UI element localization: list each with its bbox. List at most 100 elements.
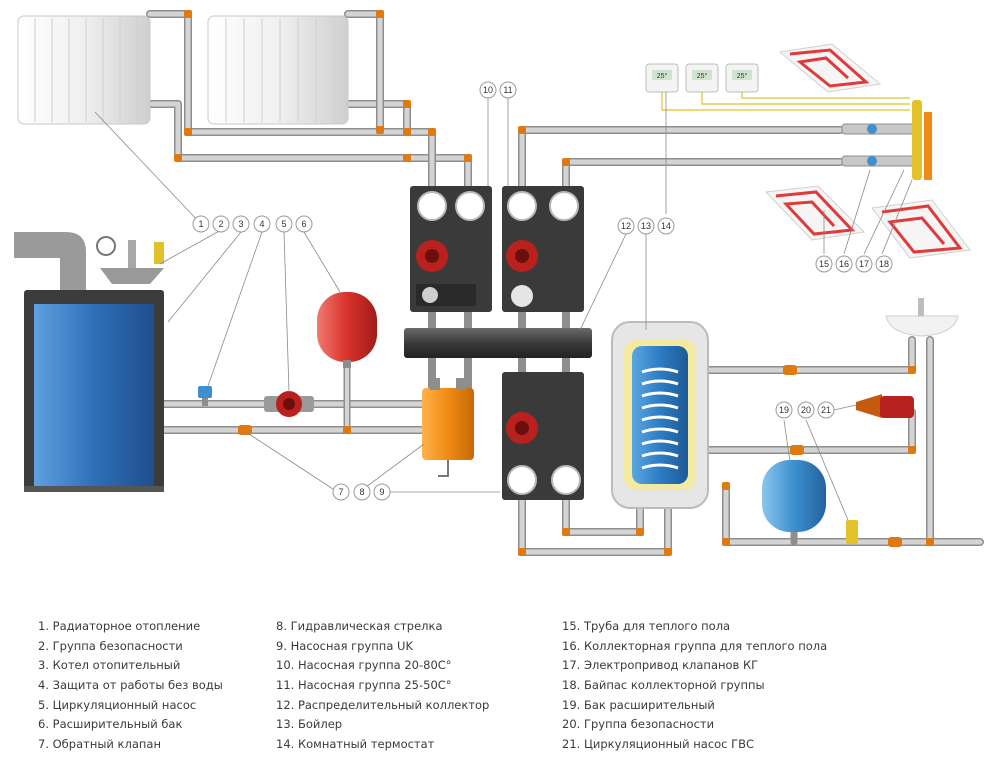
callout-marker-label: 7 [338, 487, 343, 497]
hot-water-pipe [702, 336, 916, 374]
callout-marker-14: 14 [657, 217, 675, 235]
legend-item: 3. Котел отопительный [38, 658, 181, 673]
callout-marker-6: 6 [295, 215, 313, 233]
callout-marker-circle [835, 255, 853, 273]
callout-marker-label: 20 [801, 405, 811, 415]
thermostat-3-display: 25° [737, 72, 748, 80]
callout-marker-circle [815, 255, 833, 273]
floor-heating-loops [764, 43, 971, 259]
legend-column-3: 15. Труба для теплого пола 16. Коллектор… [562, 617, 827, 755]
callout-marker-circle [775, 401, 793, 419]
callout-marker-circle [232, 215, 250, 233]
callout-marker-circle [275, 215, 293, 233]
legend-column-1: 1. Радиаторное отопление 2. Группа безоп… [38, 617, 223, 755]
callout-marker-label: 12 [621, 221, 631, 231]
legend-item: 21. Циркуляционный насос ГВС [562, 737, 755, 752]
callout-marker-label: 18 [879, 259, 889, 269]
callout-marker-circle [817, 401, 835, 419]
callout-marker-2: 2 [212, 215, 230, 233]
distribution-header [404, 328, 592, 358]
callout-marker-label: 15 [819, 259, 829, 269]
legend-item: 4. Защита от работы без воды [38, 678, 223, 693]
callout-marker-4: 4 [253, 215, 271, 233]
legend-item: 20. Группа безопасности [562, 717, 715, 732]
pump-group-uk [502, 372, 584, 500]
callout-marker-label: 13 [641, 221, 651, 231]
callout-marker-7: 7 [332, 483, 350, 501]
leader-lines [94, 92, 913, 521]
legend-item: 7. Обратный клапан [38, 737, 161, 752]
legend-item: 11. Насосная группа 25-50С° [276, 678, 452, 693]
callout-marker-label: 8 [359, 487, 364, 497]
callout-marker-circle [875, 255, 893, 273]
callout-marker-circle [253, 215, 271, 233]
callout-marker-label: 16 [839, 259, 849, 269]
callout-marker-label: 1 [198, 219, 203, 229]
legend-item: 19. Бак расширительный [562, 697, 715, 712]
callout-marker-19: 19 [775, 401, 793, 419]
callout-marker-label: 2 [218, 219, 223, 229]
callout-marker-circle [479, 81, 497, 99]
room-thermostats: 25° 25° 25° [645, 63, 910, 111]
dry-run-protection [198, 386, 212, 406]
callout-marker-circle [373, 483, 391, 501]
legend-item: 9. Насосная группа UK [276, 638, 413, 653]
callout-marker-label: 19 [779, 405, 789, 415]
legend-item: 13. Бойлер [276, 717, 343, 732]
callout-marker-circle [332, 483, 350, 501]
callout-marker-label: 14 [661, 221, 671, 231]
callout-marker-17: 17 [855, 255, 873, 273]
callout-marker-circle [212, 215, 230, 233]
floor-manifold [841, 100, 932, 180]
pump-group-20-80 [410, 186, 492, 312]
heating-boiler [14, 232, 164, 492]
dhw-boiler [611, 321, 709, 509]
callout-marker-label: 10 [483, 85, 493, 95]
callout-marker-circle [192, 215, 210, 233]
pipe-fittings [174, 10, 934, 556]
callout-marker-18: 18 [875, 255, 893, 273]
legend-item: 6. Расширительный бак [38, 717, 183, 732]
callout-marker-3: 3 [232, 215, 250, 233]
dhw-safety-group [846, 520, 858, 544]
callout-marker-1: 1 [192, 215, 210, 233]
floor-return-pipe [562, 158, 844, 194]
callout-marker-label: 11 [503, 85, 512, 95]
legend-item: 17. Электропривод клапанов КГ [562, 658, 759, 673]
callout-marker-12: 12 [617, 217, 635, 235]
legend-item: 5. Циркуляционный насос [38, 697, 197, 712]
safety-group [96, 236, 164, 284]
legend-item: 8. Гидравлическая стрелка [276, 619, 443, 633]
callout-marker-11: 11 [499, 81, 517, 99]
callout-marker-label: 4 [259, 219, 264, 229]
callout-marker-circle [499, 81, 517, 99]
circulation-pump [264, 391, 314, 417]
legend-column-2: 8. Гидравлическая стрелка 9. Насосная гр… [276, 617, 489, 755]
callout-marker-circle [617, 217, 635, 235]
thermostat-2-display: 25° [697, 72, 708, 80]
callout-marker-label: 3 [238, 219, 243, 229]
callout-marker-5: 5 [275, 215, 293, 233]
hydraulic-separator [422, 378, 474, 477]
callout-marker-circle [657, 217, 675, 235]
callout-marker-10: 10 [479, 81, 497, 99]
callout-marker-label: 5 [281, 219, 286, 229]
callout-marker-8: 8 [353, 483, 371, 501]
callout-marker-21: 21 [817, 401, 835, 419]
callout-marker-label: 6 [301, 219, 306, 229]
pump-group-25-50 [502, 186, 584, 312]
legend-item: 18. Байпас коллекторной группы [562, 678, 765, 693]
legend-item: 12. Распределительный коллектор [276, 697, 490, 712]
callout-marker-circle [797, 401, 815, 419]
legend-item: 16. Коллекторная группа для теплого пола [562, 638, 828, 653]
radiator-left [17, 15, 151, 125]
radiator-top-pipe [344, 10, 384, 134]
legend-item: 2. Группа безопасности [38, 638, 183, 653]
callout-marker-label: 9 [379, 487, 384, 497]
callout-marker-circle [637, 217, 655, 235]
legend-item: 15. Труба для теплого пола [562, 619, 731, 633]
callout-marker-label: 21 [821, 405, 831, 415]
radiator-right [207, 15, 349, 125]
callout-marker-label: 17 [859, 259, 869, 269]
legend-item: 1. Радиаторное отопление [38, 619, 201, 633]
